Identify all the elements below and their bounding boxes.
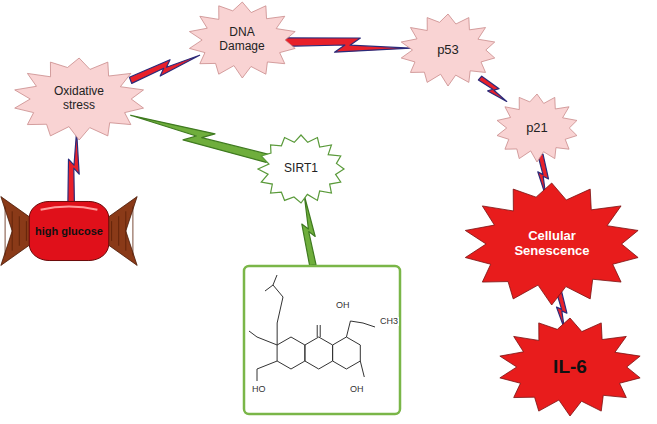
molecule-box: OH CH3HO OH [243,265,401,415]
lightning-connector [68,131,79,203]
outcome-burst: Cellular Senescence [463,183,640,305]
process-burst: Oxidative stress [13,58,145,140]
node-label: DNA Damage [213,26,270,54]
lightning-connector [478,76,506,101]
chemical-label: OH [349,385,365,394]
lightning-connector [284,38,411,52]
chemical-label: OH [335,301,351,310]
chemical-label: HO [251,385,267,394]
process-burst: p21 [496,94,578,162]
lightning-connector [131,115,269,162]
lightning-connector [302,196,316,266]
node-label: high glucose [35,225,103,238]
node-label: p21 [526,121,548,136]
chemical-label: CH3 [379,317,399,326]
node-label: p53 [437,43,459,58]
lightning-connector [129,55,199,83]
process-burst: DNA Damage [188,2,297,78]
sirt1-star: SIRT1 [258,135,344,203]
node-label: Oxidative stress [41,85,117,113]
node-label: SIRT1 [284,162,318,176]
node-label: Cellular Senescence [500,229,604,259]
molecule-box [243,265,401,415]
outcome-burst: IL-6 [498,318,642,416]
node-label: IL-6 [553,356,587,378]
process-burst: p53 [400,14,496,86]
candy-shape: high glucose [0,190,140,272]
